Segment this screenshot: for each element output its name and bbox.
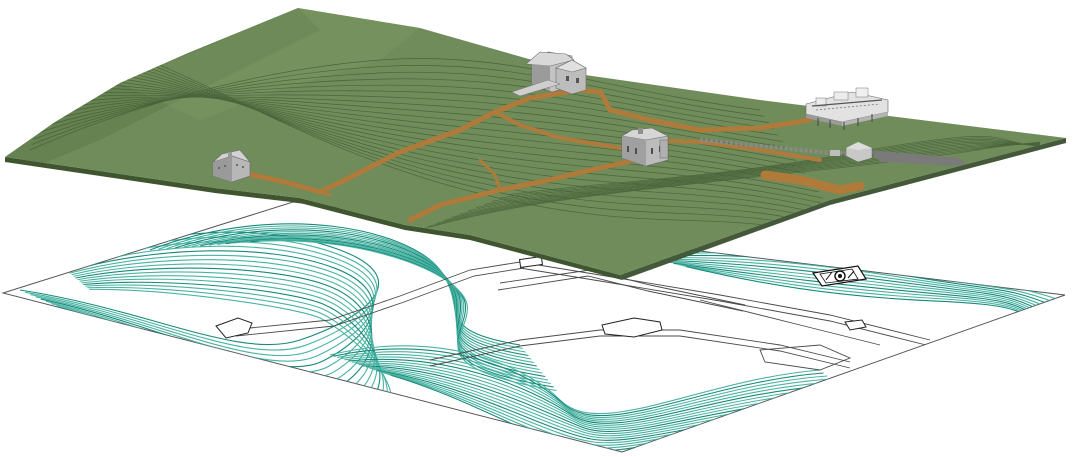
footprint-barn [518, 255, 544, 269]
relief-line [29, 58, 761, 151]
contour-line [337, 351, 828, 418]
relief-line [49, 88, 810, 180]
contour-line [358, 364, 849, 430]
relief-line [419, 141, 1041, 231]
relief-line [507, 136, 1041, 196]
footprint-gatehouse [844, 319, 867, 331]
terrain-right-face [620, 138, 1066, 280]
building-barn [511, 51, 587, 97]
relief-line [467, 142, 1041, 212]
building-farmhouse [621, 127, 669, 167]
contour-line [660, 259, 1061, 322]
contour-line [259, 240, 557, 392]
building-cottage [212, 149, 251, 183]
contour-line [340, 353, 831, 420]
terrain-paths [245, 87, 865, 223]
contour-line [347, 358, 839, 424]
relief-line [443, 142, 1041, 221]
relief-line [40, 94, 788, 149]
relief-line [459, 143, 1041, 215]
terrain-model-layer [5, 8, 1066, 280]
contour-plan-layer [1, 201, 1066, 453]
plan-sheet [1, 201, 1066, 453]
building-villa [805, 87, 889, 130]
contour-line [669, 261, 1061, 330]
footprint-cottage [215, 317, 253, 339]
contour-line [652, 257, 1061, 314]
relief-line [427, 142, 1041, 228]
footprint-farmhouse [601, 317, 663, 338]
contour-line [217, 237, 543, 374]
relief-line [475, 141, 1041, 208]
relief-line [42, 96, 792, 155]
relief-line [64, 47, 846, 231]
contour-line [200, 234, 537, 367]
relief-line [46, 94, 801, 168]
relief-line [35, 78, 774, 135]
relief-line [51, 83, 815, 186]
contour-line [351, 360, 842, 426]
contour-line [250, 240, 554, 388]
contour-line [656, 258, 1061, 318]
relief-line [62, 52, 842, 224]
contour-line [362, 365, 853, 433]
relief-line [53, 79, 819, 193]
relief-line [435, 142, 1041, 224]
plan-footprints [215, 255, 867, 339]
terrain-front-face [5, 157, 622, 280]
relief-line [47, 91, 806, 174]
relief-line [67, 36, 855, 243]
relief-line [33, 71, 770, 140]
relief-line [65, 41, 851, 237]
relief-line [60, 57, 837, 218]
relief-line [56, 68, 828, 205]
contour-line [344, 356, 835, 422]
contour-line [208, 235, 540, 371]
relief-line [58, 63, 833, 212]
contour-line [329, 345, 821, 415]
contour-line [355, 362, 846, 428]
contour-line [665, 260, 1061, 326]
relief-line [451, 143, 1041, 218]
relief-line [31, 65, 765, 145]
footprint-villa [811, 265, 867, 287]
relief-line [483, 140, 1041, 205]
contour-line [333, 348, 824, 417]
relief-line [37, 84, 779, 136]
building-gatehouse [830, 142, 873, 163]
